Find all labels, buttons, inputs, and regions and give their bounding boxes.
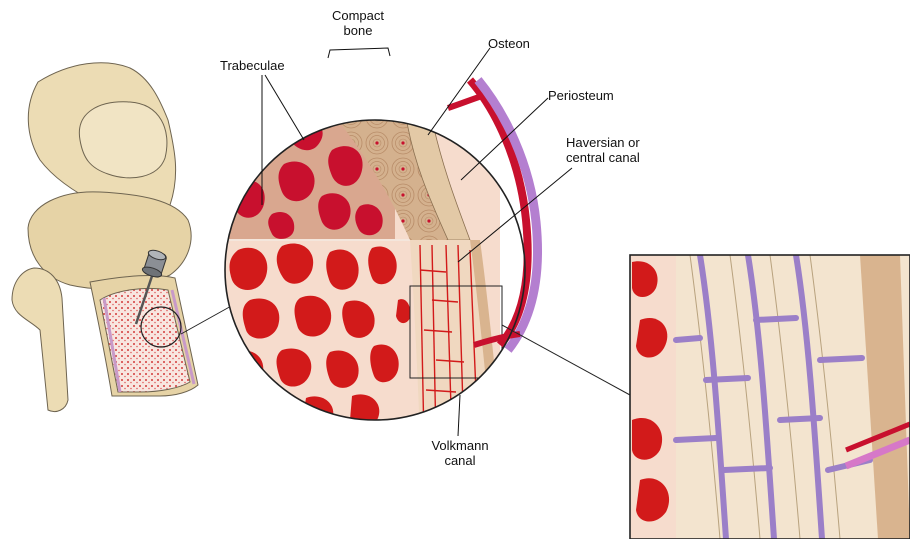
inset-detail: [630, 255, 910, 539]
label-volkmann-line2: canal: [428, 453, 492, 468]
tibia-head-shape: [28, 192, 191, 289]
periosteum-leader: [461, 98, 548, 180]
label-volkmann: Volkmann canal: [428, 438, 492, 468]
label-haversian: Haversian or central canal: [566, 135, 640, 165]
label-compact-bone-line2: bone: [318, 23, 398, 38]
compact-bone-bracket: [328, 48, 390, 58]
label-compact-bone: Compact bone: [318, 8, 398, 38]
label-compact-bone-line1: Compact: [318, 8, 398, 23]
bone-cross-section: [220, 95, 540, 440]
zoom-connector-line: [502, 325, 630, 395]
fibula-shape: [12, 268, 68, 412]
label-periosteum: Periosteum: [548, 88, 614, 103]
label-volkmann-line1: Volkmann: [428, 438, 492, 453]
volkmann-leader: [458, 395, 460, 436]
label-haversian-line2: central canal: [566, 150, 640, 165]
label-osteon: Osteon: [488, 36, 530, 51]
label-haversian-line1: Haversian or: [566, 135, 640, 150]
knee-joint-drawing: [12, 63, 198, 412]
label-trabeculae: Trabeculae: [220, 58, 285, 73]
trabeculae-leader-a: [265, 75, 304, 140]
